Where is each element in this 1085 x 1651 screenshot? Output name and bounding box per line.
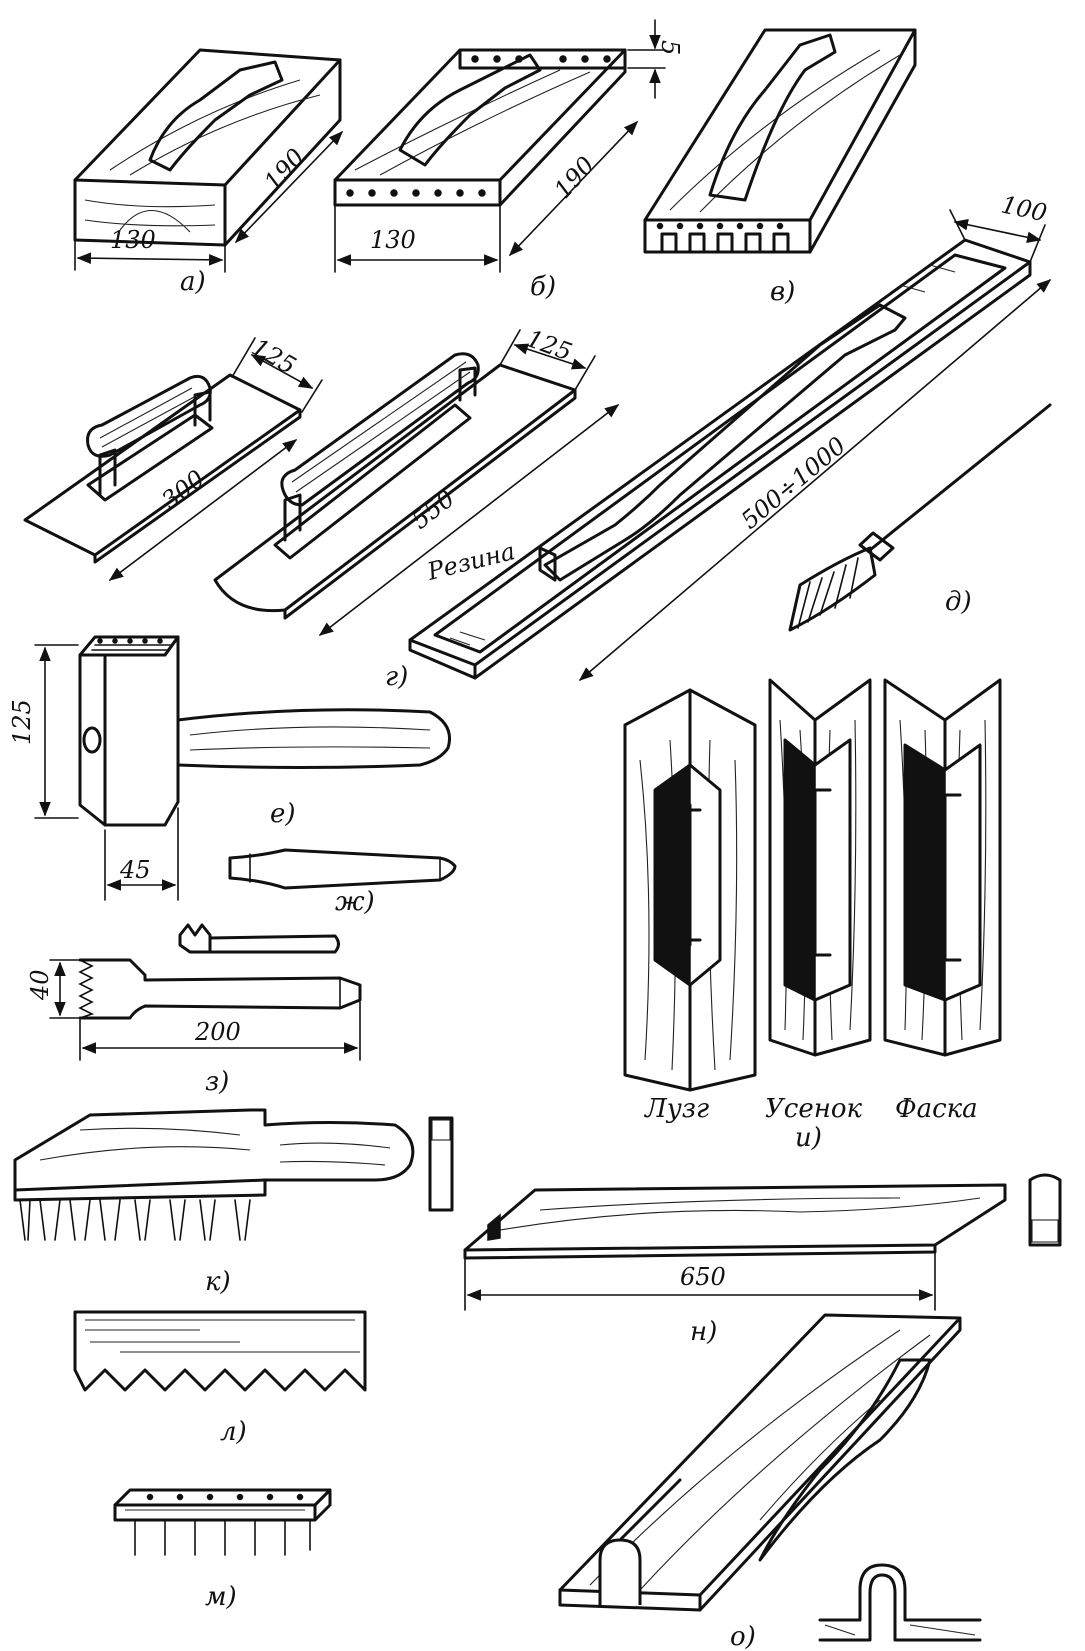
caption-n: н) [690,1317,717,1347]
caption-zh: ж) [335,887,375,917]
caption-m: м) [205,1582,237,1612]
dim-e-width: 45 [119,856,151,884]
tool-l-toothed-comb [73,1310,367,1392]
tool-g-long-trowel [213,329,620,636]
tool-m-nail-comb [113,1488,332,1556]
dim-b-width: 130 [370,226,416,254]
label-i-chamfer: Фаска [895,1094,978,1124]
tool-b-perforated-float [333,19,666,273]
dim-a-width: 130 [110,226,156,254]
dim-e-height: 125 [8,699,36,745]
tool-a-wooden-float [73,48,343,273]
tool-g-small-trowel [23,337,323,581]
caption-o: о) [730,1622,756,1651]
dim-g-large-width: 125 [523,324,576,366]
caption-k: к) [205,1267,231,1297]
caption-e: е) [270,799,296,829]
dim-a-length: 190 [259,143,310,196]
caption-d: д) [945,587,972,617]
caption-g: г) [385,662,408,692]
dim-d-width: 100 [999,190,1050,227]
tool-i-chamfer-float [883,678,1002,1057]
tool-o-grooving-float [558,1313,982,1642]
dim-z-height: 40 [26,969,54,1001]
caption-i: и) [795,1123,822,1153]
tool-e-bush-hammer [34,635,451,901]
caption-l: л) [220,1417,247,1447]
tool-k-wire-brush [13,1108,454,1241]
tool-v-slotted-float [643,28,917,254]
dim-n-length: 650 [680,1263,726,1291]
label-i-outer: Усенок [765,1094,863,1124]
dim-b-edge: 5 [656,40,684,55]
dim-b-length: 190 [549,151,600,204]
tool-z-toothed-chisels [49,923,362,1061]
tool-i-inner-corner-float [623,688,757,1092]
tool-i-outer-corner-float [768,678,872,1057]
caption-z: з) [205,1067,229,1097]
caption-b: б) [530,272,556,302]
dim-g-small-width: 125 [247,333,301,380]
tool-d-long-rule [408,209,1052,681]
dim-z-length: 200 [194,1018,241,1046]
tool-zh-chisel [228,848,457,890]
tool-n-straight-rule [463,1173,1062,1311]
caption-v: в) [770,277,795,307]
tool-d-brush [788,403,1052,632]
label-i-inner: Лузг [643,1094,709,1124]
caption-a: а) [180,267,206,297]
